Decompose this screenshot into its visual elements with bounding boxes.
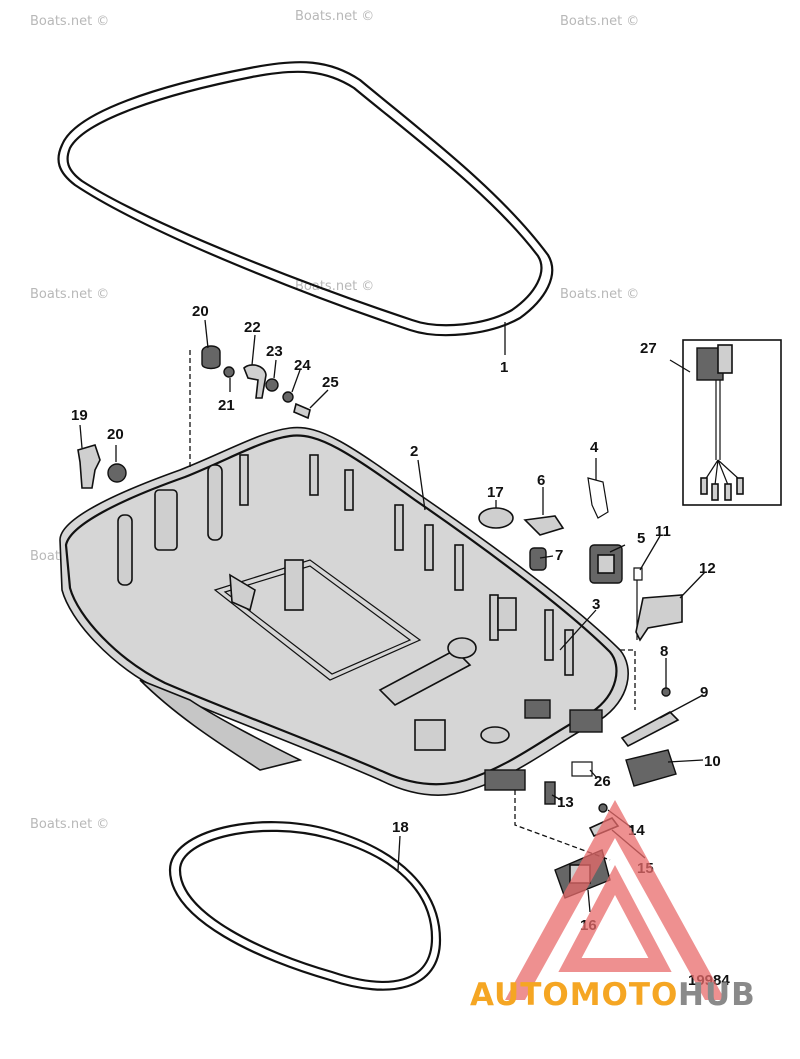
callout-18: 18: [392, 819, 409, 836]
callout-27: 27: [640, 340, 657, 357]
watermark: Boats.net ©: [295, 9, 374, 24]
callout-17: 17: [487, 484, 504, 501]
callout-19: 19: [71, 407, 88, 424]
bottom-cowl: [59, 426, 629, 796]
callout-9: 9: [700, 684, 708, 701]
callout-23: 23: [266, 343, 283, 360]
callout-2: 2: [410, 443, 418, 460]
watermark: Boats.net ©: [30, 287, 109, 302]
callout-10: 10: [704, 753, 721, 770]
callout-20-left: 20: [107, 426, 124, 443]
seal-top-cowl: [57, 61, 554, 337]
automotohub-logo: AUTOMOTO HUB: [470, 800, 756, 1013]
callout-26: 26: [594, 773, 611, 790]
callout-13: 13: [557, 794, 574, 811]
callout-11: 11: [655, 523, 671, 540]
callout-1: 1: [500, 359, 508, 376]
callout-12: 12: [699, 560, 716, 577]
watermark: Boats.net ©: [560, 287, 639, 302]
callout-22: 22: [244, 319, 261, 336]
seal-bottom-cowl: [168, 821, 442, 991]
callout-4: 4: [590, 439, 599, 456]
wiring-harness-inset: [682, 339, 782, 506]
logo-text-automoto: AUTOMOTO: [470, 977, 678, 1013]
callout-6: 6: [537, 472, 545, 489]
watermark: Boats.net ©: [30, 14, 109, 29]
callout-7: 7: [555, 547, 563, 564]
callout-8: 8: [660, 643, 668, 660]
callout-20-top: 20: [192, 303, 209, 320]
small-parts: [77, 345, 683, 899]
callout-21: 21: [218, 397, 235, 414]
callout-5: 5: [637, 530, 645, 547]
callout-3: 3: [592, 596, 600, 613]
callout-25: 25: [322, 374, 339, 391]
callout-24: 24: [294, 357, 311, 374]
watermark: Boats.net ©: [560, 14, 639, 29]
watermark: Boats.net ©: [295, 279, 374, 294]
watermark: Boats.net ©: [30, 817, 109, 832]
logo-text-hub: HUB: [678, 977, 756, 1013]
